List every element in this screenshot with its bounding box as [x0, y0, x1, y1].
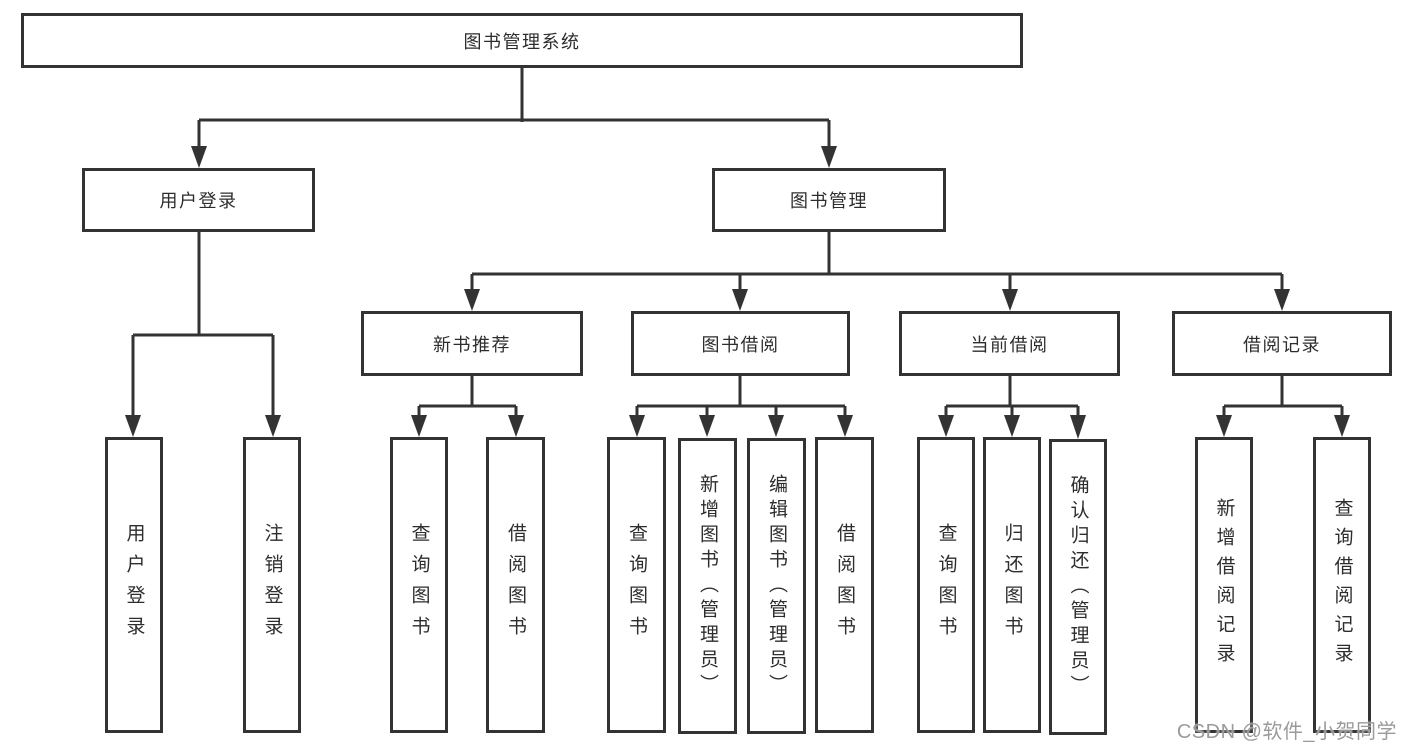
leaf-query-books-borrow: 查询图书 — [607, 437, 666, 733]
leaf-return-book-label: 归还图书 — [1001, 523, 1023, 647]
node-current-borrow-label: 当前借阅 — [970, 334, 1049, 355]
watermark-text: CSDN @软件_小贺同学 — [1176, 721, 1397, 743]
node-root-label: 图书管理系统 — [463, 31, 581, 52]
leaf-user-login: 用户登录 — [105, 437, 163, 733]
node-current-borrow: 当前借阅 — [899, 311, 1120, 376]
leaf-confirm-return-admin: 确认归还（管理员） — [1049, 439, 1107, 735]
leaf-query-books-borrow-label: 查询图书 — [626, 523, 647, 647]
node-book-management-label: 图书管理 — [790, 191, 868, 211]
leaf-query-borrow-record-label: 查询借阅记录 — [1331, 498, 1353, 672]
node-book-management: 图书管理 — [712, 168, 946, 232]
leaf-add-borrow-record: 新增借阅记录 — [1195, 437, 1253, 733]
leaf-query-books-current: 查询图书 — [917, 437, 975, 733]
node-user-login-group: 用户登录 — [82, 168, 315, 232]
leaf-query-books-recommend-label: 查询图书 — [408, 523, 430, 647]
leaf-confirm-return-admin-label: 确认归还（管理员） — [1067, 474, 1089, 700]
leaf-borrow-books-recommend-label: 借阅图书 — [505, 523, 526, 647]
node-user-login-group-label: 用户登录 — [159, 191, 238, 211]
leaf-borrow-books-borrow: 借阅图书 — [815, 437, 874, 733]
leaf-edit-book-admin-label: 编辑图书（管理员） — [766, 473, 787, 699]
node-root: 图书管理系统 — [21, 13, 1023, 68]
node-borrow-records-label: 借阅记录 — [1243, 334, 1321, 355]
leaf-add-borrow-record-label: 新增借阅记录 — [1213, 498, 1235, 672]
leaf-return-book: 归还图书 — [983, 437, 1041, 733]
node-book-borrow-label: 图书借阅 — [701, 334, 780, 355]
leaf-logout: 注销登录 — [243, 437, 301, 733]
leaf-query-books-recommend: 查询图书 — [390, 437, 448, 733]
node-new-book-recommend-label: 新书推荐 — [433, 334, 511, 355]
leaf-borrow-books-borrow-label: 借阅图书 — [834, 523, 855, 647]
leaf-add-book-admin-label: 新增图书（管理员） — [697, 473, 718, 699]
leaf-borrow-books-recommend: 借阅图书 — [486, 437, 545, 733]
leaf-edit-book-admin: 编辑图书（管理员） — [747, 438, 806, 734]
node-borrow-records: 借阅记录 — [1172, 311, 1392, 376]
leaf-user-login-label: 用户登录 — [123, 523, 145, 647]
leaf-logout-label: 注销登录 — [261, 523, 283, 647]
leaf-query-borrow-record: 查询借阅记录 — [1313, 437, 1371, 733]
leaf-add-book-admin: 新增图书（管理员） — [678, 438, 737, 734]
node-new-book-recommend: 新书推荐 — [361, 311, 583, 376]
leaf-query-books-current-label: 查询图书 — [935, 523, 957, 647]
node-book-borrow: 图书借阅 — [631, 311, 850, 376]
